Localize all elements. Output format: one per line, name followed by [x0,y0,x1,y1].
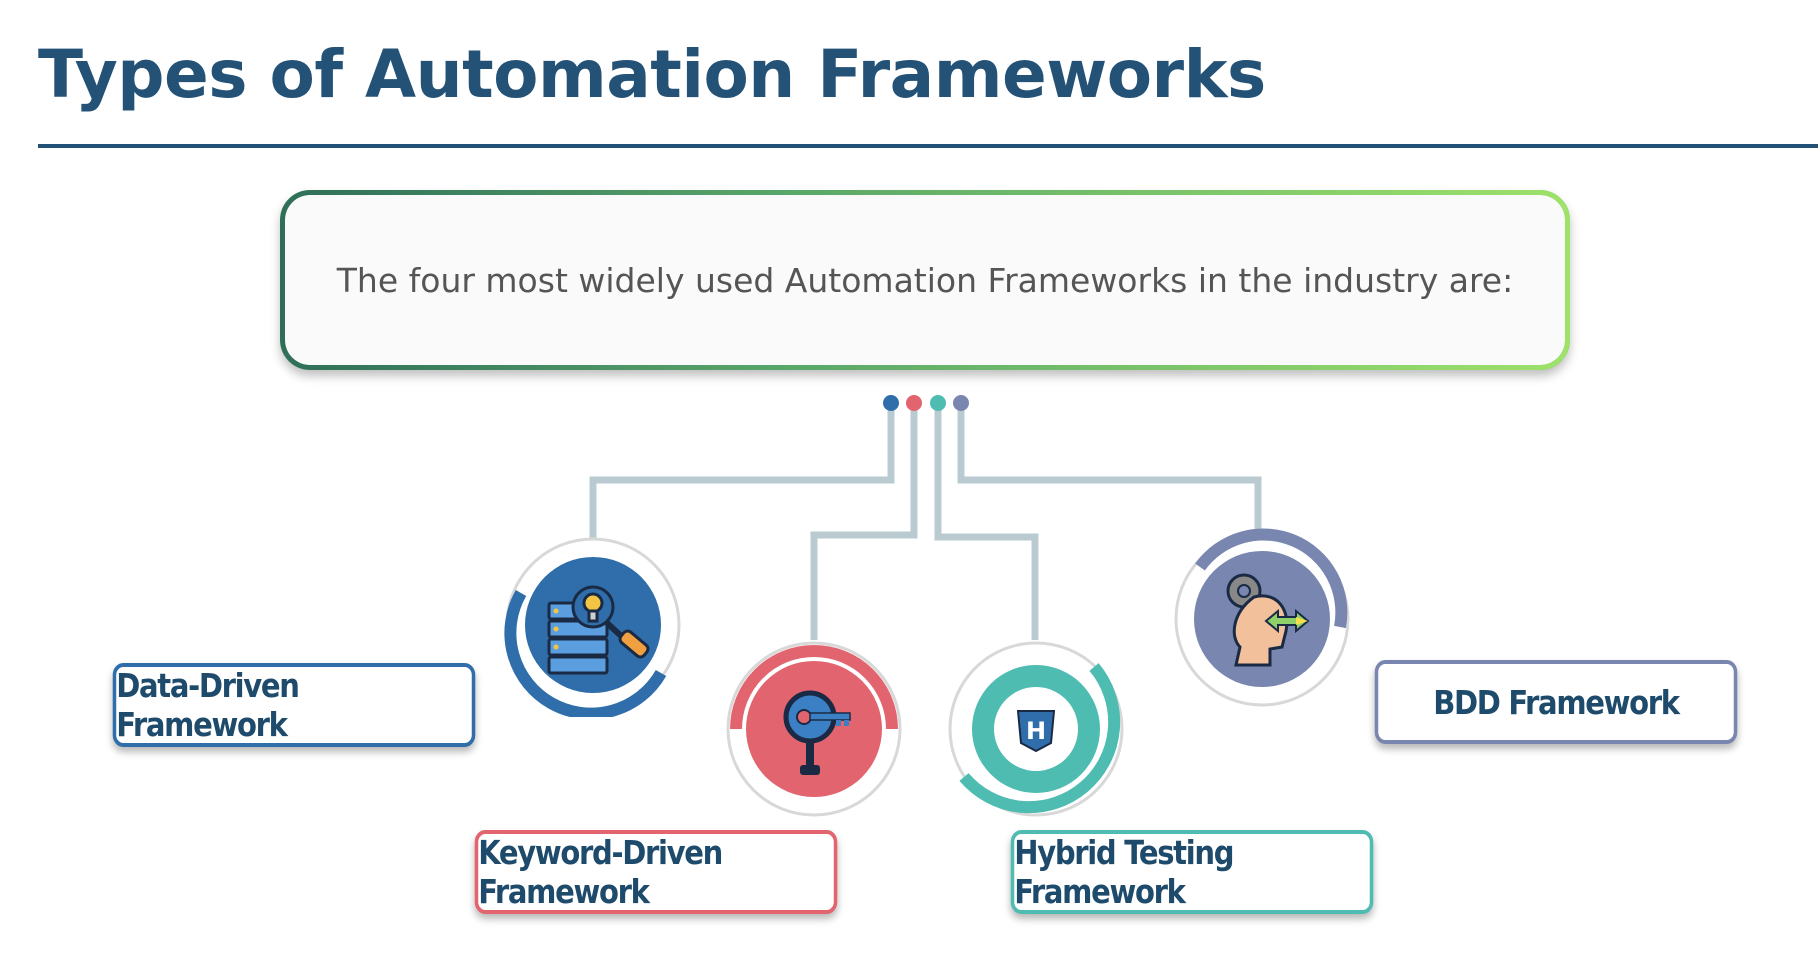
connector-data-driven [589,403,895,540]
hybrid-shield-icon: H [1016,710,1056,753]
svg-text:H: H [1026,717,1046,745]
dot-red [906,395,922,411]
circle-hybrid: H [944,637,1128,821]
database-lightbulb-icon [547,585,650,675]
framework-label-data-driven: Data-Driven Framework [112,663,476,747]
head-gear-arrows-icon [1226,573,1310,667]
connector-bdd [957,403,1262,530]
magnifier-key-icon [783,690,851,775]
intro-box: The four most widely used Automation Fra… [280,190,1570,370]
framework-label-keyword-driven: Keyword-Driven Framework [474,830,838,914]
circle-bdd [1170,527,1354,711]
page-title: Types of Automation Frameworks [38,36,1266,113]
connector-hybrid [934,403,1039,640]
title-divider [38,144,1818,148]
circle-keyword-driven [722,637,906,821]
dot-teal [930,395,946,411]
framework-label-bdd: BDD Framework [1374,660,1738,744]
dot-slate [953,395,969,411]
dot-blue [883,395,899,411]
connector-keyword-driven [810,403,918,640]
framework-label-hybrid: Hybrid Testing Framework [1010,830,1374,914]
circle-data-driven [501,533,685,717]
